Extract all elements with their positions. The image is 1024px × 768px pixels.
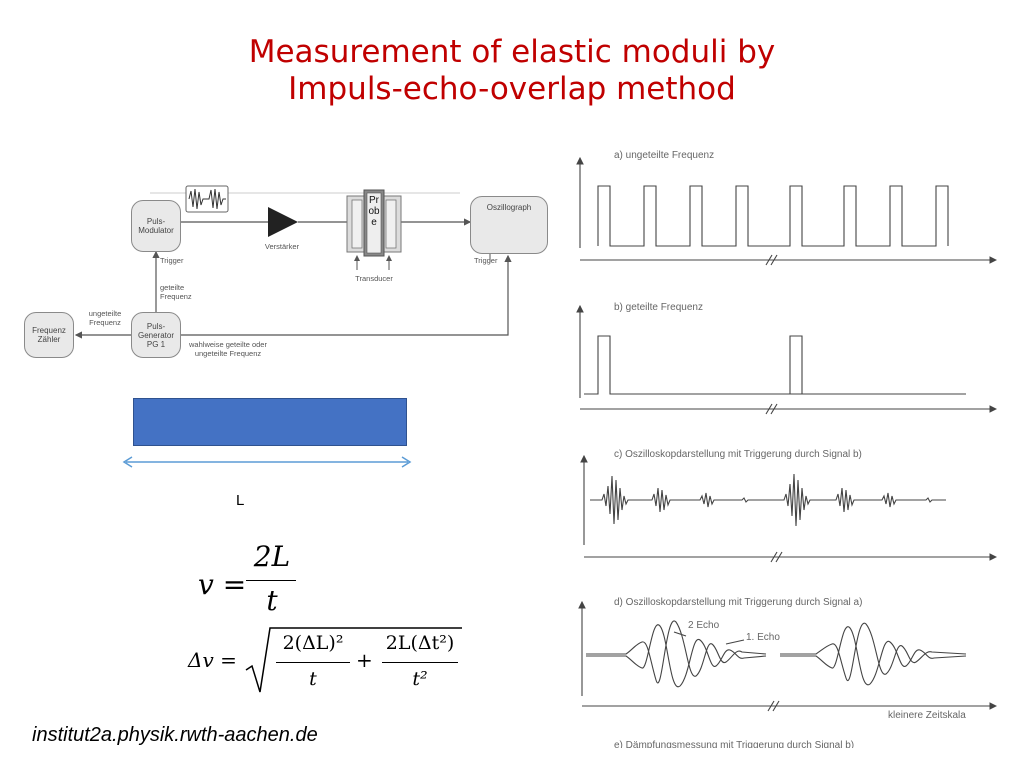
transducer-label: Transducer xyxy=(355,274,393,283)
length-label: L xyxy=(236,492,245,509)
sqrt-sign xyxy=(245,627,462,693)
pulse-generator-box: Puls-Generator PG 1 xyxy=(131,312,181,358)
time-axis-label: kleinere Zeitskala xyxy=(888,710,966,721)
pulse-modulator-label: Puls-Modulator xyxy=(138,217,174,235)
ungeteilte-frequenz-label: ungeteilte Frequenz xyxy=(88,309,122,327)
panel-b-pulses xyxy=(584,335,966,395)
term1-numerator: 2(ΔL)² xyxy=(282,632,344,654)
sample-bar xyxy=(133,398,407,446)
frequency-counter-label: Frequenz Zähler xyxy=(32,326,66,344)
panel-a-pulses xyxy=(597,185,949,247)
term2-fraction-bar xyxy=(382,662,458,663)
panel-d-echo-1 xyxy=(586,624,967,688)
block-diagram: Frequenz Zähler Puls-Modulator Puls-Gene… xyxy=(0,0,560,380)
panel-d-echo-2 xyxy=(586,620,967,684)
panel-e-label: e) Dämpfungsmessung mit Triggerung durch… xyxy=(614,740,855,748)
term1-fraction-bar xyxy=(276,662,350,663)
term1-denominator: t xyxy=(309,668,317,690)
echo-2-label: 2 Echo xyxy=(688,620,720,631)
source-credit: institut2a.physik.rwth-aachen.de xyxy=(32,724,318,746)
uncertainty-formula: Δv = 2(ΔL)² t + 2L(Δt²) t² xyxy=(188,622,468,702)
probe-label: Probe xyxy=(368,195,380,228)
term2-numerator: 2L(Δt²) xyxy=(385,632,455,654)
length-arrow xyxy=(122,456,412,468)
amplifier-label: Verstärker xyxy=(264,242,300,251)
panel-b-label: b) geteilte Frequenz xyxy=(614,302,703,313)
frequency-counter-box: Frequenz Zähler xyxy=(24,312,74,358)
title-line-2: Impuls-echo-overlap method xyxy=(288,71,736,107)
velocity-formula: v = 2L t xyxy=(198,540,308,620)
uncertainty-lhs: Δv = xyxy=(188,648,237,672)
panel-a-label: a) ungeteilte Frequenz xyxy=(614,150,715,161)
panel-c-echoes xyxy=(590,473,946,527)
pulse-modulator-box: Puls-Modulator xyxy=(131,200,181,252)
oscillograph-label: Oszillograph xyxy=(486,203,532,212)
echo-1-label: 1. Echo xyxy=(746,632,780,643)
pulse-packet-icon xyxy=(188,188,226,210)
velocity-lhs: v = xyxy=(198,568,247,601)
trigger-label-top: Trigger xyxy=(160,256,184,265)
waveform-drawing xyxy=(576,156,998,712)
amplifier-icon xyxy=(268,207,298,237)
waveform-panels: a) ungeteilte Frequenz b) geteilte Frequ… xyxy=(566,140,1006,750)
panel-d-label: d) Oszilloskopdarstellung mit Triggerung… xyxy=(614,597,863,608)
title-line-1: Measurement of elastic moduli by xyxy=(248,34,776,70)
pulse-generator-label: Puls-Generator PG 1 xyxy=(137,321,175,349)
panel-c-label: c) Oszilloskopdarstellung mit Triggerung… xyxy=(614,449,862,460)
oscillograph-box: Oszillograph xyxy=(470,196,548,254)
block-diagram-lines xyxy=(74,185,528,339)
velocity-numerator: 2L xyxy=(253,540,291,573)
geteilte-frequenz-label: geteilte Frequenz xyxy=(160,283,192,301)
slide-title: Measurement of elastic moduli by Impuls-… xyxy=(0,34,1024,108)
velocity-fraction-bar xyxy=(246,580,296,581)
plus-sign: + xyxy=(356,648,373,672)
term2-denominator: t² xyxy=(412,668,428,690)
trigger-label-right: Trigger xyxy=(474,256,498,265)
wahlweise-label: wahlweise geteilte oder ungeteilte Frequ… xyxy=(189,340,267,358)
velocity-denominator: t xyxy=(266,584,278,617)
